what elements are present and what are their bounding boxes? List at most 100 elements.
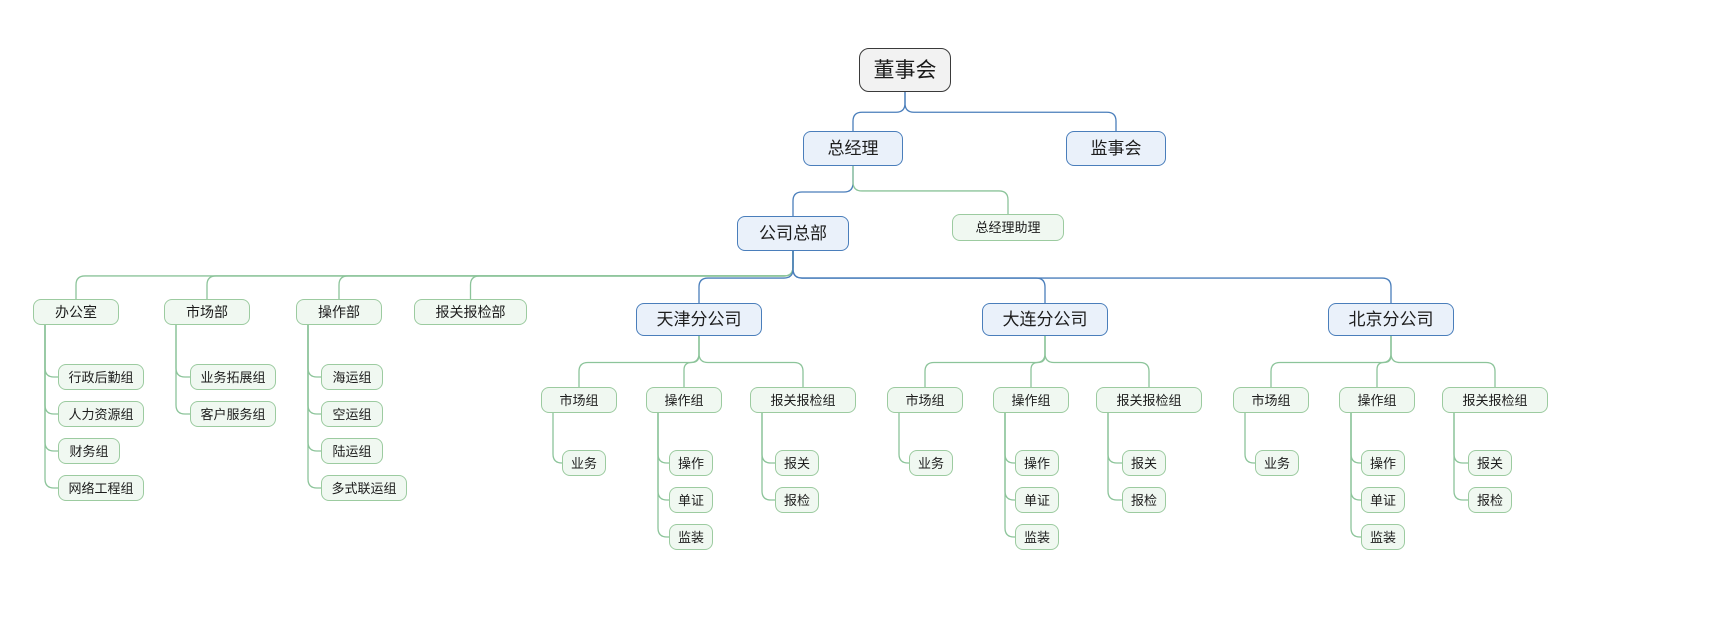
org-edge <box>1004 413 1015 538</box>
org-node-label: 操作组 <box>664 392 704 408</box>
org-node-t3c1[interactable]: 报关 <box>1468 450 1512 476</box>
org-node-b2[interactable]: 大连分公司 <box>982 303 1108 336</box>
org-node-t2g2[interactable]: 操作组 <box>993 387 1069 413</box>
org-node-label: 财务组 <box>69 443 109 459</box>
org-node-t3b1[interactable]: 操作 <box>1361 450 1405 476</box>
org-node-t1b3[interactable]: 监装 <box>669 524 713 550</box>
org-node-b1[interactable]: 天津分公司 <box>636 303 762 336</box>
org-node-n3[interactable]: 公司总部 <box>737 216 849 251</box>
org-node-d1[interactable]: 办公室 <box>33 299 119 325</box>
org-node-label: 报关报检组 <box>1116 392 1182 408</box>
org-edge <box>898 413 909 464</box>
org-node-label: 报关报检组 <box>1462 392 1528 408</box>
org-node-o3[interactable]: 财务组 <box>58 438 120 464</box>
org-node-label: 行政后勤组 <box>68 369 134 385</box>
org-edge <box>175 325 190 415</box>
org-node-label: 单证 <box>1369 492 1396 508</box>
org-edge <box>1350 413 1361 538</box>
org-node-label: 市场部 <box>186 304 228 320</box>
org-edge <box>1004 413 1015 501</box>
org-edge <box>338 251 794 299</box>
org-node-t1b2[interactable]: 单证 <box>669 487 713 513</box>
org-node-t1g3[interactable]: 报关报检组 <box>750 387 856 413</box>
org-edge <box>578 336 700 387</box>
org-edge <box>657 413 669 501</box>
org-node-p3[interactable]: 陆运组 <box>321 438 383 464</box>
org-node-t2c2[interactable]: 报检 <box>1122 487 1166 513</box>
org-node-o4[interactable]: 网络工程组 <box>58 475 144 501</box>
org-node-p1[interactable]: 海运组 <box>321 364 383 390</box>
org-edge <box>206 251 794 299</box>
org-edge <box>698 251 794 303</box>
org-node-label: 天津分公司 <box>656 310 742 329</box>
org-edge <box>1453 413 1468 464</box>
org-node-label: 总经理助理 <box>975 220 1041 235</box>
org-node-t3a1[interactable]: 业务 <box>1255 450 1299 476</box>
org-edge <box>657 413 669 464</box>
org-node-n2[interactable]: 监事会 <box>1066 131 1166 166</box>
org-edge <box>1004 413 1015 464</box>
org-node-t2b1[interactable]: 操作 <box>1015 450 1059 476</box>
org-node-label: 报关 <box>1476 455 1503 471</box>
org-node-n0[interactable]: 董事会 <box>859 48 951 92</box>
org-node-label: 办公室 <box>55 304 97 320</box>
org-node-label: 监装 <box>1369 529 1396 545</box>
org-node-t3g1[interactable]: 市场组 <box>1233 387 1309 413</box>
org-node-t1a1[interactable]: 业务 <box>562 450 606 476</box>
org-node-p2[interactable]: 空运组 <box>321 401 383 427</box>
org-node-t2a1[interactable]: 业务 <box>909 450 953 476</box>
org-node-t1b1[interactable]: 操作 <box>669 450 713 476</box>
org-node-label: 公司总部 <box>759 224 827 243</box>
org-node-o1[interactable]: 行政后勤组 <box>58 364 144 390</box>
org-node-d3[interactable]: 操作部 <box>296 299 382 325</box>
org-edge <box>852 166 1009 214</box>
org-edge <box>44 325 58 415</box>
org-node-label: 报检 <box>1476 492 1503 508</box>
org-node-label: 大连分公司 <box>1002 310 1088 329</box>
org-node-o2[interactable]: 人力资源组 <box>58 401 144 427</box>
org-node-label: 操作组 <box>1011 392 1051 408</box>
org-node-t1c2[interactable]: 报检 <box>775 487 819 513</box>
org-edge <box>175 325 190 378</box>
org-node-t2c1[interactable]: 报关 <box>1122 450 1166 476</box>
org-edge <box>552 413 563 464</box>
org-node-t3g2[interactable]: 操作组 <box>1339 387 1415 413</box>
org-node-label: 总经理 <box>827 139 879 158</box>
org-node-t2g3[interactable]: 报关报检组 <box>1096 387 1202 413</box>
org-node-label: 董事会 <box>873 58 937 82</box>
org-edge <box>307 325 321 489</box>
org-node-n4[interactable]: 总经理助理 <box>952 214 1064 241</box>
org-edge <box>924 336 1046 387</box>
org-node-t2b2[interactable]: 单证 <box>1015 487 1059 513</box>
org-node-t3b2[interactable]: 单证 <box>1361 487 1405 513</box>
org-edge <box>44 325 58 452</box>
org-edge <box>1390 336 1496 387</box>
org-node-label: 报关报检部 <box>435 304 506 320</box>
org-node-t1c1[interactable]: 报关 <box>775 450 819 476</box>
org-node-m2[interactable]: 客户服务组 <box>190 401 276 427</box>
org-node-label: 单证 <box>677 492 704 508</box>
org-node-label: 陆运组 <box>332 443 372 459</box>
org-node-t2b3[interactable]: 监装 <box>1015 524 1059 550</box>
org-edge <box>657 413 669 538</box>
org-node-label: 操作 <box>1369 455 1396 471</box>
org-node-p4[interactable]: 多式联运组 <box>321 475 407 501</box>
org-node-d2[interactable]: 市场部 <box>164 299 250 325</box>
org-node-n1[interactable]: 总经理 <box>803 131 903 166</box>
org-edge <box>1107 413 1122 501</box>
org-node-t3b3[interactable]: 监装 <box>1361 524 1405 550</box>
org-edge <box>761 413 775 464</box>
org-node-label: 多式联运组 <box>331 480 397 496</box>
org-edge <box>1350 413 1361 464</box>
org-node-d4[interactable]: 报关报检部 <box>414 299 527 325</box>
org-node-label: 报检 <box>783 492 810 508</box>
org-node-t2g1[interactable]: 市场组 <box>887 387 963 413</box>
org-node-t3c2[interactable]: 报检 <box>1468 487 1512 513</box>
org-edge <box>307 325 321 378</box>
org-node-label: 业务 <box>570 455 597 471</box>
org-node-b3[interactable]: 北京分公司 <box>1328 303 1454 336</box>
org-node-t3g3[interactable]: 报关报检组 <box>1442 387 1548 413</box>
org-node-t1g1[interactable]: 市场组 <box>541 387 617 413</box>
org-node-m1[interactable]: 业务拓展组 <box>190 364 276 390</box>
org-node-t1g2[interactable]: 操作组 <box>646 387 722 413</box>
